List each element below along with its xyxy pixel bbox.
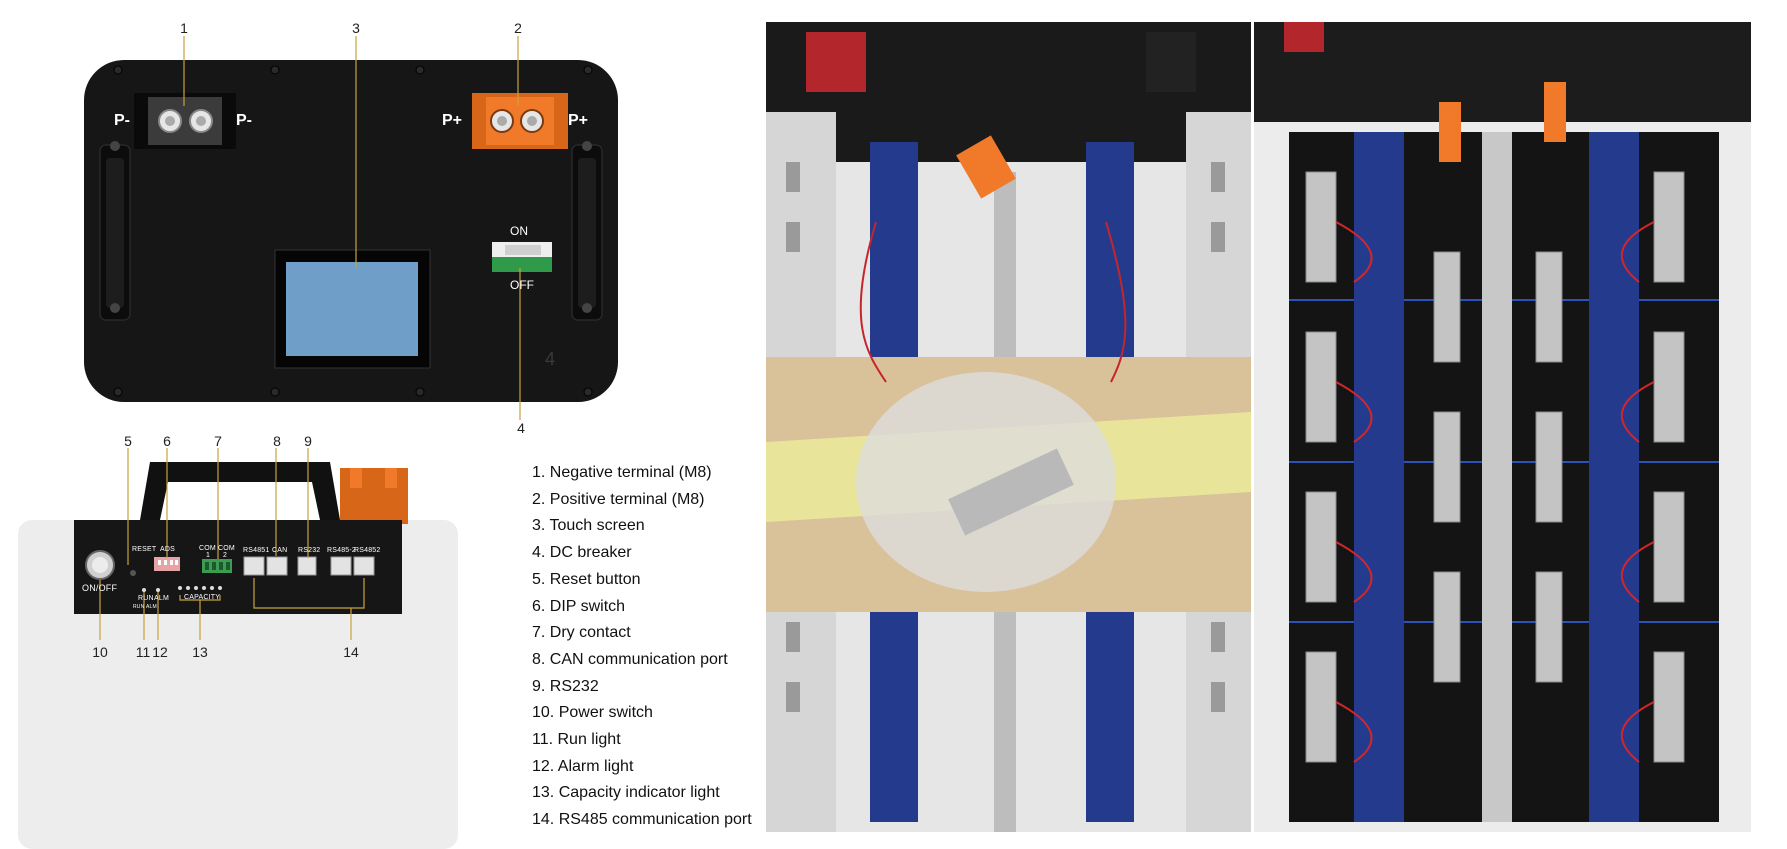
legend-item: 7. Dry contact — [532, 624, 631, 642]
reset-button — [130, 570, 136, 576]
on-off-label: ON/OFF — [82, 583, 118, 593]
neg-label-right: P- — [236, 112, 252, 129]
com1-label: COM — [199, 545, 216, 552]
callout-10: 10 — [92, 644, 108, 660]
bms-bar — [870, 612, 918, 822]
bms-bar — [1354, 132, 1404, 822]
callout-11: 11 — [135, 644, 151, 660]
legend-item: 13. Capacity indicator light — [532, 784, 720, 802]
rs4852a-label: RS485-2 — [327, 547, 357, 554]
com2-label: COM — [218, 545, 235, 552]
callout-5: 5 — [124, 433, 132, 449]
ads-label: ADS — [160, 546, 175, 553]
bms-bar — [1086, 142, 1134, 392]
reset-label: RESET — [132, 546, 157, 553]
power-switch — [85, 550, 115, 580]
touch-screen — [274, 249, 431, 369]
dip-switch — [154, 557, 180, 571]
legend-item: 8. CAN communication port — [532, 650, 728, 668]
legend-item: 6. DIP switch — [532, 597, 626, 615]
rs4851-label: RS4851 — [243, 547, 270, 554]
legend-item: 1. Negative terminal (M8) — [532, 464, 712, 481]
run-label: RUN — [138, 595, 154, 602]
indicator-leds — [142, 586, 222, 592]
bms-bar — [1589, 132, 1639, 822]
alm-small-label: ALM — [146, 604, 157, 610]
right-handle — [571, 141, 603, 321]
legend-item: 2. Positive terminal (M8) — [532, 490, 705, 508]
legend-item: 11. Run light — [532, 731, 621, 749]
rs232-label: RS232 — [298, 547, 321, 554]
callout-13: 13 — [192, 644, 208, 660]
dc-breaker — [492, 242, 552, 272]
callout-6: 6 — [163, 433, 171, 449]
pos-label-right: P+ — [568, 112, 589, 129]
callout-2: 2 — [514, 20, 522, 36]
port-panel — [74, 520, 402, 614]
legend-item: 3. Touch screen — [532, 517, 645, 535]
negative-terminal — [134, 93, 236, 149]
com-n1-label: 1 — [206, 552, 211, 559]
cabinet-photo-left — [766, 22, 1251, 832]
neg-label-left: P- — [114, 112, 130, 129]
callout-7: 7 — [214, 433, 222, 449]
legend-item: 9. RS232 — [532, 677, 599, 695]
alm-label: ALM — [154, 595, 169, 602]
callout-14: 14 — [343, 644, 359, 660]
front-panel-diagram: 4 — [18, 36, 618, 849]
run-small-label: RUN — [133, 604, 145, 610]
component-legend: 1. Negative terminal (M8) 2. Positive te… — [532, 460, 752, 834]
legend-item: 5. Reset button — [532, 570, 641, 588]
positive-terminal — [472, 93, 568, 149]
capacity-label: CAPACITY — [184, 594, 221, 601]
callout-12: 12 — [152, 644, 168, 660]
rs4852b-label: RS4852 — [354, 547, 381, 554]
breaker-off-label: OFF — [510, 278, 534, 292]
com-n2-label: 2 — [223, 552, 228, 559]
callout-9: 9 — [304, 433, 312, 449]
rj45-ports — [243, 556, 375, 576]
left-handle — [99, 141, 131, 321]
callout-1: 1 — [180, 20, 188, 36]
svg-text:4: 4 — [545, 349, 555, 369]
pos-label-left: P+ — [442, 112, 463, 129]
can-label: CAN — [272, 547, 288, 554]
legend-item: 14. RS485 communication port — [532, 811, 752, 829]
breaker-on-label: ON — [510, 224, 528, 238]
legend-item: 10. Power switch — [532, 704, 653, 722]
callout-3: 3 — [352, 20, 360, 36]
legend-item: 4. DC breaker — [532, 544, 632, 562]
top-handle — [140, 462, 340, 520]
callout-8: 8 — [273, 433, 281, 449]
bms-bar — [870, 142, 918, 392]
bms-bar — [1086, 612, 1134, 822]
callout-4: 4 — [517, 420, 525, 436]
dry-contact — [202, 559, 232, 573]
cabinet-photo-right — [1254, 22, 1751, 832]
legend-item: 12. Alarm light — [532, 757, 634, 775]
